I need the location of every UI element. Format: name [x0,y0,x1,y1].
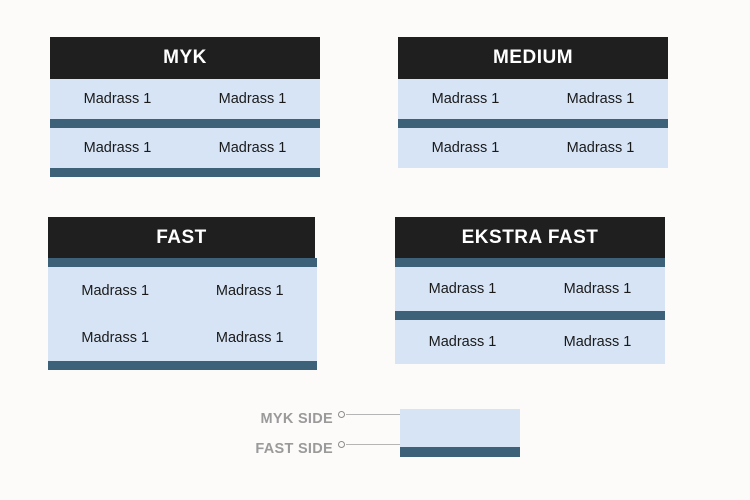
seat-cell[interactable]: Madrass 1 [566,140,635,156]
seat-cell[interactable]: Madrass 1 [81,329,150,346]
legend-marker-myk-icon [338,411,345,418]
divider-bar-middle [398,119,668,128]
divider-bar-top [48,258,317,267]
divider-bar-middle [50,119,320,128]
seat-cell[interactable]: Madrass 1 [83,91,152,107]
panel-medium-body: Madrass 1 Madrass 1 Madrass 1 Madrass 1 [398,79,668,168]
panel-myk-body: Madrass 1 Madrass 1 Madrass 1 Madrass 1 [50,79,320,177]
table-row[interactable]: Madrass 1 Madrass 1 [48,267,317,314]
seat-cell[interactable]: Madrass 1 [566,91,635,107]
legend-swatch-fast-bar [400,447,520,457]
panel-myk-title: MYK [50,37,320,79]
seat-cell[interactable]: Madrass 1 [215,329,284,346]
legend-swatch [400,409,520,457]
table-row[interactable]: Madrass 1 Madrass 1 [398,79,668,119]
panel-fast-title: FAST [48,217,315,258]
table-row[interactable]: Madrass 1 Madrass 1 [398,128,668,168]
table-row[interactable]: Madrass 1 Madrass 1 [395,320,665,364]
table-row[interactable]: Madrass 1 Madrass 1 [395,267,665,311]
divider-bar-bottom [48,361,317,370]
panel-medium-title: MEDIUM [398,37,668,79]
panel-fast-body: Madrass 1 Madrass 1 Madrass 1 Madrass 1 [48,258,317,370]
legend-marker-fast-icon [338,441,345,448]
panel-ekstra-fast[interactable]: EKSTRA FAST Madrass 1 Madrass 1 Madrass … [395,217,665,364]
seat-cell[interactable]: Madrass 1 [428,281,497,297]
seat-cell[interactable]: Madrass 1 [215,282,284,299]
panel-ekstra-fast-title: EKSTRA FAST [395,217,665,258]
seat-cell[interactable]: Madrass 1 [81,282,150,299]
legend-label-fast-side: FAST SIDE [255,441,333,457]
legend-label-myk-side: MYK SIDE [260,411,333,427]
seat-cell[interactable]: Madrass 1 [431,140,500,156]
seat-cell[interactable]: Madrass 1 [563,281,632,297]
seat-cell[interactable]: Madrass 1 [428,334,497,350]
divider-bar-middle [395,311,665,320]
table-row[interactable]: Madrass 1 Madrass 1 [48,314,317,361]
divider-bar-bottom [50,168,320,177]
panel-ekstra-fast-body: Madrass 1 Madrass 1 Madrass 1 Madrass 1 [395,258,665,364]
panel-fast[interactable]: FAST Madrass 1 Madrass 1 Madrass 1 Madra… [48,217,317,370]
seat-cell[interactable]: Madrass 1 [83,140,152,156]
table-row[interactable]: Madrass 1 Madrass 1 [50,128,320,168]
legend-leader-line-myk [346,414,401,416]
legend: MYK SIDE FAST SIDE [218,404,520,462]
seat-cell[interactable]: Madrass 1 [218,140,287,156]
seat-cell[interactable]: Madrass 1 [431,91,500,107]
panel-myk[interactable]: MYK Madrass 1 Madrass 1 Madrass 1 Madras… [50,37,320,177]
divider-bar-top [395,258,665,267]
legend-leader-line-fast [346,444,401,446]
seat-cell[interactable]: Madrass 1 [563,334,632,350]
panel-medium[interactable]: MEDIUM Madrass 1 Madrass 1 Madrass 1 Mad… [398,37,668,168]
table-row[interactable]: Madrass 1 Madrass 1 [50,79,320,119]
seat-cell[interactable]: Madrass 1 [218,91,287,107]
